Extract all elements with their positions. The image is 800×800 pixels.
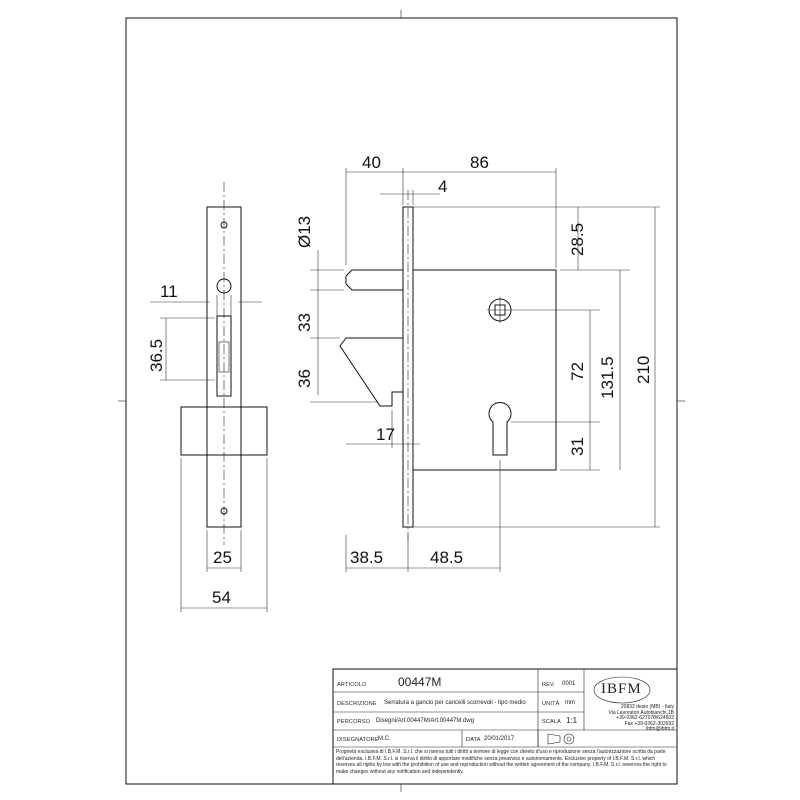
scala-value: 1:1 xyxy=(566,716,578,725)
percorso-label: PERCORSO xyxy=(337,719,371,725)
screw-hole-bottom xyxy=(220,507,228,515)
lock-case xyxy=(412,269,557,471)
dim-86: 86 xyxy=(470,153,489,172)
unita-value: mm xyxy=(565,700,575,706)
descrizione-label: DESCRIZIONE xyxy=(337,701,377,707)
dim-40: 40 xyxy=(362,153,381,172)
dim-d13: Ø13 xyxy=(295,216,314,248)
company-address: 20832 desio (MB) - Italy Via Lavoratori … xyxy=(588,704,674,733)
company-line-2: Via Lavoratori Autobianchi,1B xyxy=(608,709,674,716)
front-view xyxy=(180,182,268,545)
dim-4: 4 xyxy=(438,177,447,196)
company-line-3: +39-0362-627078/624502 xyxy=(616,715,674,722)
disegnatore-value: M.C. xyxy=(378,736,391,742)
faceplate xyxy=(206,206,242,528)
screw-hole-top xyxy=(220,221,228,229)
company-line-4: Fax +39-0362-302692 xyxy=(624,720,674,727)
disegnatore-label: DISEGNATORE xyxy=(337,737,379,743)
disclaimer-en: Exclusive property of I.B.F.M. S.r.l. wh… xyxy=(336,755,667,775)
projection-circle-icon xyxy=(563,733,575,745)
hook xyxy=(339,337,403,407)
articolo-value: 00447M xyxy=(398,675,442,689)
dim-11: 11 xyxy=(160,282,178,301)
dim-31: 31 xyxy=(568,437,587,456)
disclaimer: Proprietà esclusiva di I.B.F.M. S.r.l. c… xyxy=(336,749,674,775)
hook-tip xyxy=(218,341,230,373)
disclaimer-it: Proprietà esclusiva di I.B.F.M. S.r.l. c… xyxy=(336,749,666,762)
dim-72: 72 xyxy=(568,362,587,381)
rev-label: REV. xyxy=(542,682,556,688)
dim-131-5: 131.5 xyxy=(598,356,617,399)
hook-slot xyxy=(216,315,232,397)
dim-48-5: 48.5 xyxy=(430,548,463,567)
company-line-5: ibfm@ibfm.it xyxy=(646,726,674,733)
unita-label: UNITÀ xyxy=(542,701,560,707)
dim-36-5: 36.5 xyxy=(147,339,166,372)
front-view-dimensions: 11 36.5 25 54 xyxy=(147,282,268,612)
dim-33: 33 xyxy=(295,313,314,332)
company-line-1: 20832 desio (MB) - Italy xyxy=(620,704,674,710)
rev-value: 0001 xyxy=(562,681,576,687)
articolo-label: ARTICOLO xyxy=(337,682,367,688)
dim-210: 210 xyxy=(634,356,653,384)
cylinder-hole xyxy=(488,402,512,456)
scala-label: SCALA xyxy=(542,719,562,725)
dim-17: 17 xyxy=(376,425,395,444)
logo-text: IBFM xyxy=(601,681,642,697)
percorso-value: Disegni/Art.00447M/Art.00447M.dwg xyxy=(376,718,475,724)
dim-38-5: 38.5 xyxy=(350,548,383,567)
projection-cone-icon xyxy=(547,733,561,745)
side-view-dimensions: 40 86 4 Ø13 33 36 17 28.5 72 31 131.5 xyxy=(295,153,660,572)
dim-25: 25 xyxy=(213,548,232,567)
data-label: DATA xyxy=(466,737,481,743)
bolt-hole xyxy=(216,278,232,294)
dim-28-5: 28.5 xyxy=(568,223,587,256)
company-logo xyxy=(593,676,651,704)
descrizione-value: Serratura a gancio per cancelli scorrevo… xyxy=(384,700,526,706)
side-view xyxy=(339,190,557,540)
title-block-grid xyxy=(332,668,678,785)
dim-36: 36 xyxy=(295,369,314,388)
lock-body-section xyxy=(180,406,268,456)
data-value: 20/01/2017 xyxy=(484,736,515,742)
bolt xyxy=(345,269,403,291)
dim-54: 54 xyxy=(212,588,231,607)
